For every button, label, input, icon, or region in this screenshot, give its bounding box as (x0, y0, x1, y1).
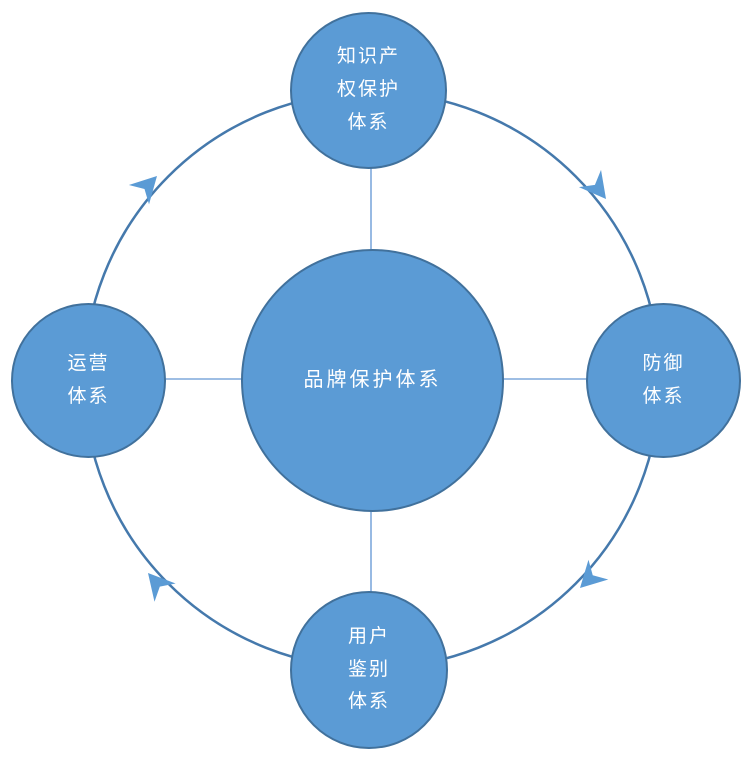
node-left-operations: 运营 体系 (11, 303, 166, 458)
node-bottom-user-identification: 用户 鉴别 体系 (290, 591, 448, 749)
node-left-label: 运营 体系 (67, 352, 110, 407)
node-bottom-label: 用户 鉴别 体系 (347, 625, 390, 713)
node-center-label: 品牌保护体系 (303, 369, 442, 392)
flow-arrow-bottom-left-icon (148, 573, 176, 602)
node-center-brand-protection: 品牌保护体系 (241, 249, 504, 512)
flow-arrow-top-right-icon (578, 169, 606, 199)
node-top-ip-protection: 知识产 权保护 体系 (290, 12, 447, 169)
node-right-defense: 防御 体系 (586, 303, 741, 458)
flow-arrow-top-left-icon (128, 176, 157, 205)
node-right-label: 防御 体系 (642, 352, 685, 407)
flow-arrow-bottom-right-icon (580, 559, 609, 588)
node-top-label: 知识产 权保护 体系 (336, 46, 400, 133)
